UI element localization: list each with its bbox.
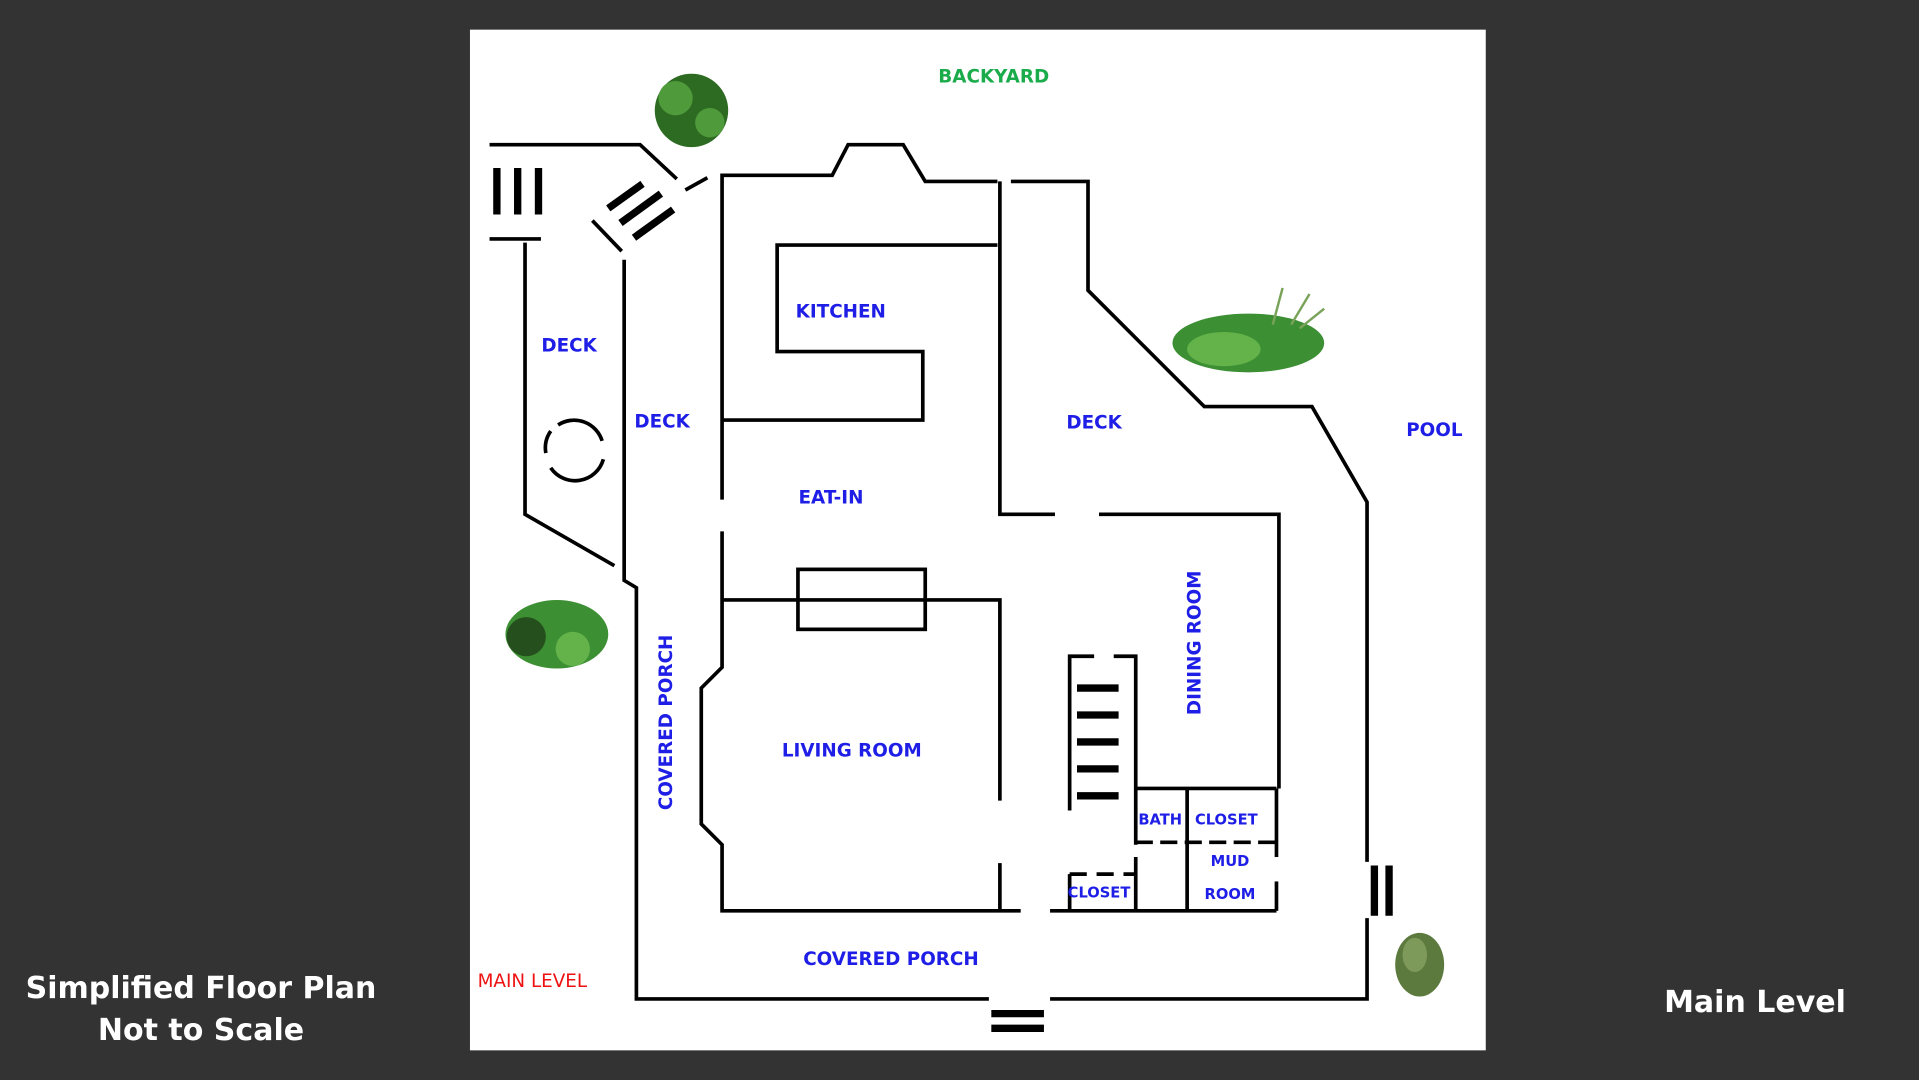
mud-label: MUD	[1211, 853, 1250, 870]
pool-label: POOL	[1406, 420, 1463, 441]
plant-icon	[1172, 287, 1325, 373]
room-label: ROOM	[1205, 886, 1256, 903]
caption-line-1: Simplified Floor Plan	[25, 971, 377, 1006]
dining-room-label: DINING ROOM	[1185, 571, 1206, 716]
living-room-label: LIVING ROOM	[782, 741, 922, 762]
walls	[489, 142, 1369, 1001]
backyard-label: BACKYARD	[938, 66, 1049, 87]
eat-in-label: EAT-IN	[799, 487, 864, 508]
covered-porch-side-label: COVERED PORCH	[656, 635, 677, 811]
deck-left-label: DECK	[541, 336, 597, 357]
closet-upper-label: CLOSET	[1195, 811, 1258, 828]
caption-right: Main Level	[1664, 985, 1846, 1020]
deck-middle-label: DECK	[634, 412, 690, 433]
deck-right-label: DECK	[1066, 413, 1122, 434]
main-level-label: MAIN LEVEL	[478, 971, 588, 992]
stairs	[493, 167, 1393, 1032]
bath-label: BATH	[1138, 811, 1182, 828]
labels: BACKYARD DECK DECK KITCHEN DECK POOL EAT…	[478, 66, 1463, 991]
plant-icon	[1395, 932, 1445, 997]
caption-line-2: Not to Scale	[97, 1013, 305, 1048]
plant-icon	[654, 73, 729, 148]
closet-lower-label: CLOSET	[1068, 885, 1131, 902]
kitchen-label: KITCHEN	[796, 301, 886, 322]
plan-canvas	[469, 29, 1486, 1051]
plant-icon	[505, 599, 609, 669]
caption-left: Simplified Floor Plan Not to Scale	[20, 968, 382, 1052]
covered-porch-front-label: COVERED PORCH	[803, 949, 979, 970]
